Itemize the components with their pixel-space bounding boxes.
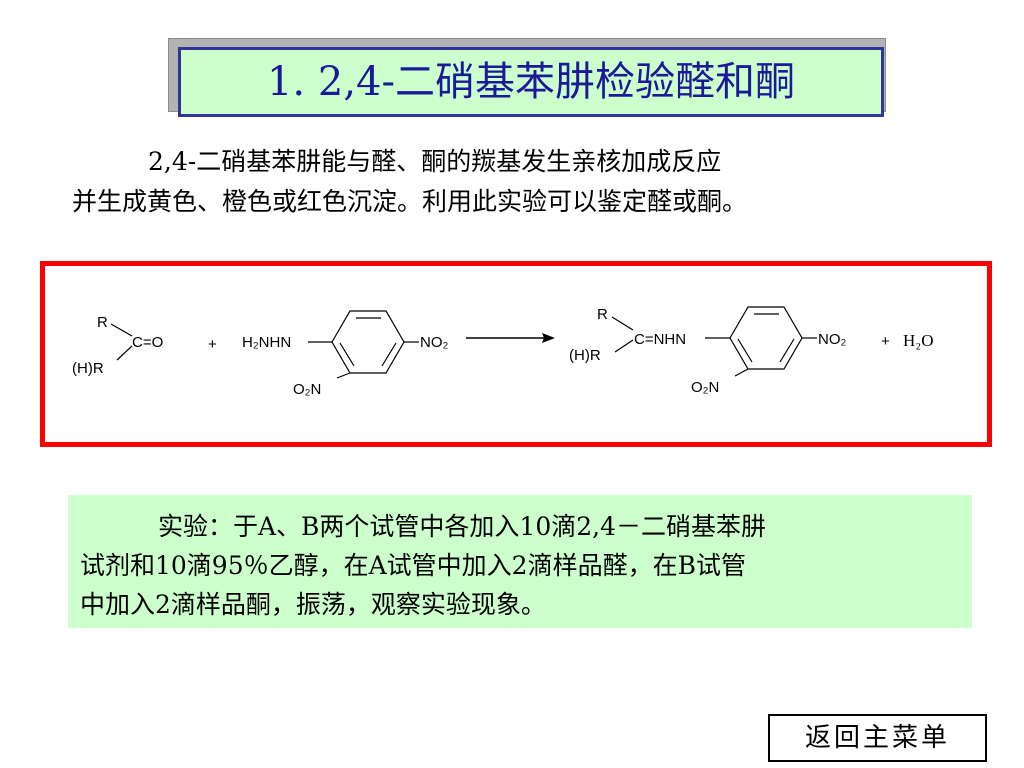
experiment-line-1-text: 实验：于A、B两个试管中各加入10滴2,4－二硝基苯肼 bbox=[158, 512, 766, 541]
experiment-line-3: 中加入2滴样品酮，振荡，观察实验现象。 bbox=[80, 590, 546, 619]
product-linker-group: C=NHN bbox=[634, 331, 686, 348]
product-hydrazone: R (H)R C=NHN NO₂ O₂N bbox=[569, 306, 847, 396]
reagent-dnph: H₂NHN NO₂ O₂N bbox=[242, 310, 449, 398]
water-product: H₂O bbox=[903, 331, 933, 350]
reagent-nitro-right: NO₂ bbox=[420, 334, 449, 351]
product-nitro-bottom: O₂N bbox=[691, 379, 719, 396]
reaction-arrow bbox=[466, 333, 555, 343]
intro-line-2: 并生成黄色、橙色或红色沉淀。利用此实验可以鉴定醛或酮。 bbox=[72, 187, 748, 216]
page-title: 1. 2,4-二硝基苯肼检验醛和酮 bbox=[178, 47, 884, 117]
reagent-hydrazine-group: H₂NHN bbox=[242, 334, 291, 351]
return-main-menu-button[interactable]: 返回主菜单 bbox=[768, 714, 987, 762]
reagent-nitro-bottom: O₂N bbox=[293, 381, 321, 398]
benzene-ring-product bbox=[729, 306, 803, 370]
reactant-carbonyl-group: C=O bbox=[132, 334, 163, 351]
plus-sign-1: + bbox=[208, 336, 217, 353]
reactant-carbonyl: R (H)R C=O bbox=[72, 314, 163, 377]
benzene-ring-reagent bbox=[331, 310, 405, 374]
plus-sign-2: + bbox=[881, 333, 890, 350]
reaction-scheme: R (H)R C=O + H₂NHN NO₂ O₂N bbox=[72, 306, 933, 398]
reactant-r-top: R bbox=[97, 314, 108, 331]
experiment-box: 实验：于A、B两个试管中各加入10滴2,4－二硝基苯肼 试剂和10滴95％乙醇，… bbox=[68, 495, 972, 628]
product-nitro-right: NO₂ bbox=[818, 331, 847, 348]
experiment-line-1: 实验：于A、B两个试管中各加入10滴2,4－二硝基苯肼 bbox=[80, 507, 964, 546]
experiment-line-2: 试剂和10滴95％乙醇，在A试管中加入2滴样品醛，在B试管 bbox=[80, 551, 746, 580]
product-r-bottom: (H)R bbox=[569, 347, 601, 364]
product-r-top: R bbox=[597, 306, 608, 323]
intro-paragraph: 2,4-二硝基苯肼能与醛、酮的羰基发生亲核加成反应 并生成黄色、橙色或红色沉淀。… bbox=[72, 142, 992, 222]
reaction-box: R (H)R C=O + H₂NHN NO₂ O₂N bbox=[40, 261, 992, 447]
intro-line-1: 2,4-二硝基苯肼能与醛、酮的羰基发生亲核加成反应 bbox=[148, 147, 722, 176]
reactant-r-bottom: (H)R bbox=[72, 360, 104, 377]
